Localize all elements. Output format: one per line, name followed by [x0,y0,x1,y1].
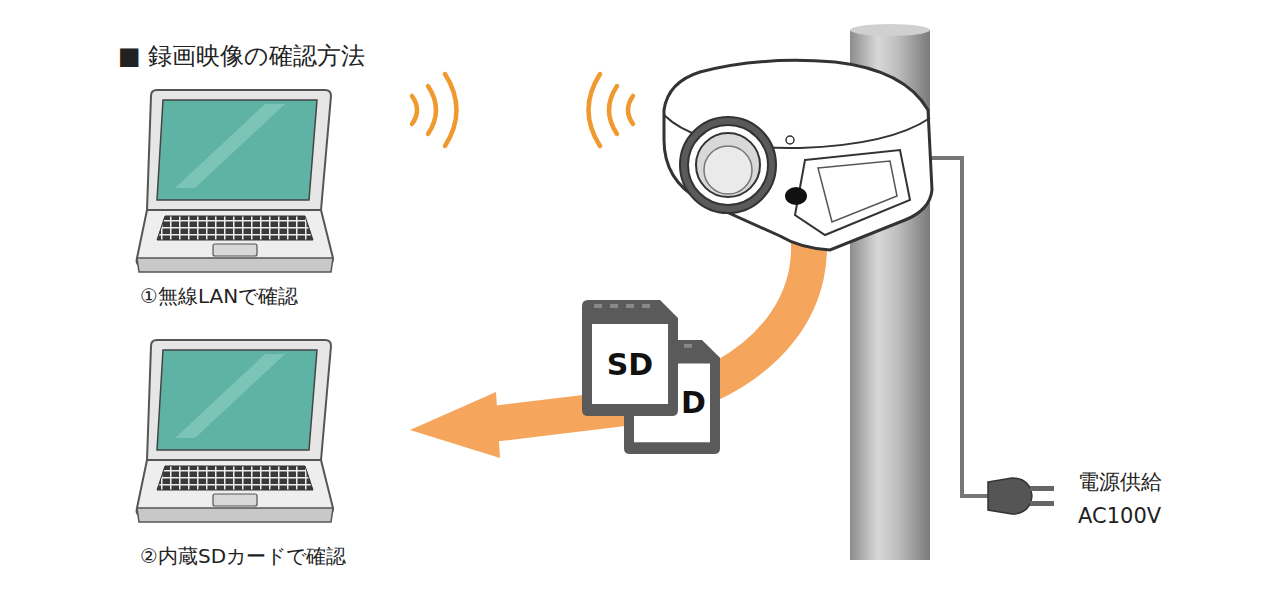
diagram-title: ■ 録画映像の確認方法 [118,40,365,72]
power-label: 電源供給 [1078,468,1162,496]
sd-card: SD [580,298,680,418]
method-label: ①無線LANで確認 [140,283,298,310]
voltage-label: AC100V [1078,504,1161,528]
method-label: ②内蔵SDカードで確認 [140,543,346,570]
sd-card-label: SD [607,347,654,382]
sd-card-label: D [681,385,706,420]
